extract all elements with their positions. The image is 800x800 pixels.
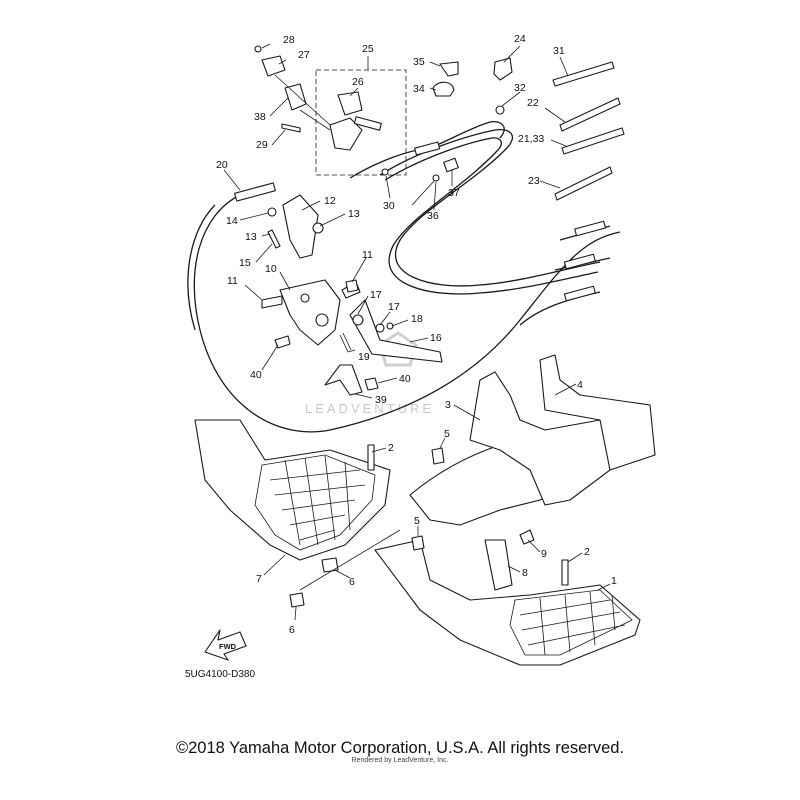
callout-24: 24 bbox=[514, 33, 526, 45]
callout-5b: 5 bbox=[414, 515, 420, 527]
callout-12: 12 bbox=[324, 195, 336, 207]
footrest-right-1 bbox=[374, 539, 641, 666]
callout-27: 27 bbox=[298, 49, 310, 61]
callout-10: 10 bbox=[265, 263, 277, 275]
fwd-arrow-icon: FWD bbox=[204, 629, 247, 661]
footrest-left-7 bbox=[194, 419, 391, 561]
callout-39: 39 bbox=[375, 394, 387, 406]
fasteners bbox=[289, 444, 569, 608]
callout-11a: 11 bbox=[362, 249, 373, 261]
callout-23: 23 bbox=[528, 175, 540, 187]
callout-2a: 2 bbox=[388, 442, 394, 454]
callout-25: 25 bbox=[362, 43, 374, 55]
rendered-by-notice: Rendered by LeadVenture, Inc. bbox=[351, 757, 449, 764]
svg-text:FWD: FWD bbox=[219, 642, 237, 651]
callout-34: 34 bbox=[413, 83, 425, 95]
callout-16: 16 bbox=[430, 332, 442, 344]
callout-35: 35 bbox=[413, 56, 425, 68]
callout-37: 37 bbox=[448, 187, 460, 199]
callout-29: 29 bbox=[256, 139, 268, 151]
callout-40a: 40 bbox=[250, 369, 262, 381]
callout-40b: 40 bbox=[399, 373, 411, 385]
callout-13a: 13 bbox=[348, 208, 360, 220]
diagram-code: 5UG4100-D380 bbox=[185, 669, 255, 680]
fittings-30-36-37 bbox=[381, 157, 459, 206]
callout-13b: 13 bbox=[245, 231, 257, 243]
cable-bracket-26 bbox=[329, 91, 382, 151]
callout-2b: 2 bbox=[584, 546, 590, 558]
callout-31: 31 bbox=[553, 45, 565, 57]
callout-7: 7 bbox=[256, 573, 262, 585]
callout-14: 14 bbox=[226, 215, 238, 227]
clamp-parts bbox=[432, 57, 513, 115]
bracket-39 bbox=[274, 335, 379, 396]
cable-ends bbox=[234, 141, 607, 302]
callout-17b: 17 bbox=[388, 301, 400, 313]
copyright-notice: ©2018 Yamaha Motor Corporation, U.S.A. A… bbox=[175, 739, 625, 757]
svg-text:LEADVENTURE: LEADVENTURE bbox=[305, 401, 434, 416]
callout-8: 8 bbox=[522, 567, 528, 579]
callout-30: 30 bbox=[383, 200, 395, 212]
callout-21-33: 21,33 bbox=[518, 133, 544, 145]
pedal-bracket-assembly bbox=[261, 194, 361, 346]
callout-38: 38 bbox=[254, 111, 266, 123]
callouts: 28 27 25 26 38 29 35 34 24 32 31 22 21,3… bbox=[216, 33, 617, 636]
callout-18: 18 bbox=[411, 313, 423, 325]
callout-5a: 5 bbox=[444, 428, 450, 440]
callout-20: 20 bbox=[216, 159, 228, 171]
callout-6a: 6 bbox=[349, 576, 355, 588]
callout-3: 3 bbox=[445, 399, 451, 411]
callout-11b: 11 bbox=[227, 275, 238, 287]
callout-22: 22 bbox=[527, 97, 539, 109]
callout-28: 28 bbox=[283, 34, 295, 46]
brake-pedal-16 bbox=[339, 299, 443, 363]
center-cover-3 bbox=[409, 354, 656, 526]
callout-17a: 17 bbox=[370, 289, 382, 301]
callout-36: 36 bbox=[427, 210, 439, 222]
callout-1: 1 bbox=[611, 575, 617, 587]
callout-32: 32 bbox=[514, 82, 526, 94]
group-25-box bbox=[315, 69, 407, 176]
callout-4: 4 bbox=[577, 379, 583, 391]
callout-6b: 6 bbox=[289, 624, 295, 636]
callout-9: 9 bbox=[541, 548, 547, 560]
lever-holder-27 bbox=[254, 45, 331, 133]
callout-19: 19 bbox=[358, 351, 370, 363]
callout-26: 26 bbox=[352, 76, 364, 88]
callout-15: 15 bbox=[239, 257, 251, 269]
cable-ties bbox=[552, 61, 625, 201]
throttle-cable bbox=[187, 194, 621, 433]
